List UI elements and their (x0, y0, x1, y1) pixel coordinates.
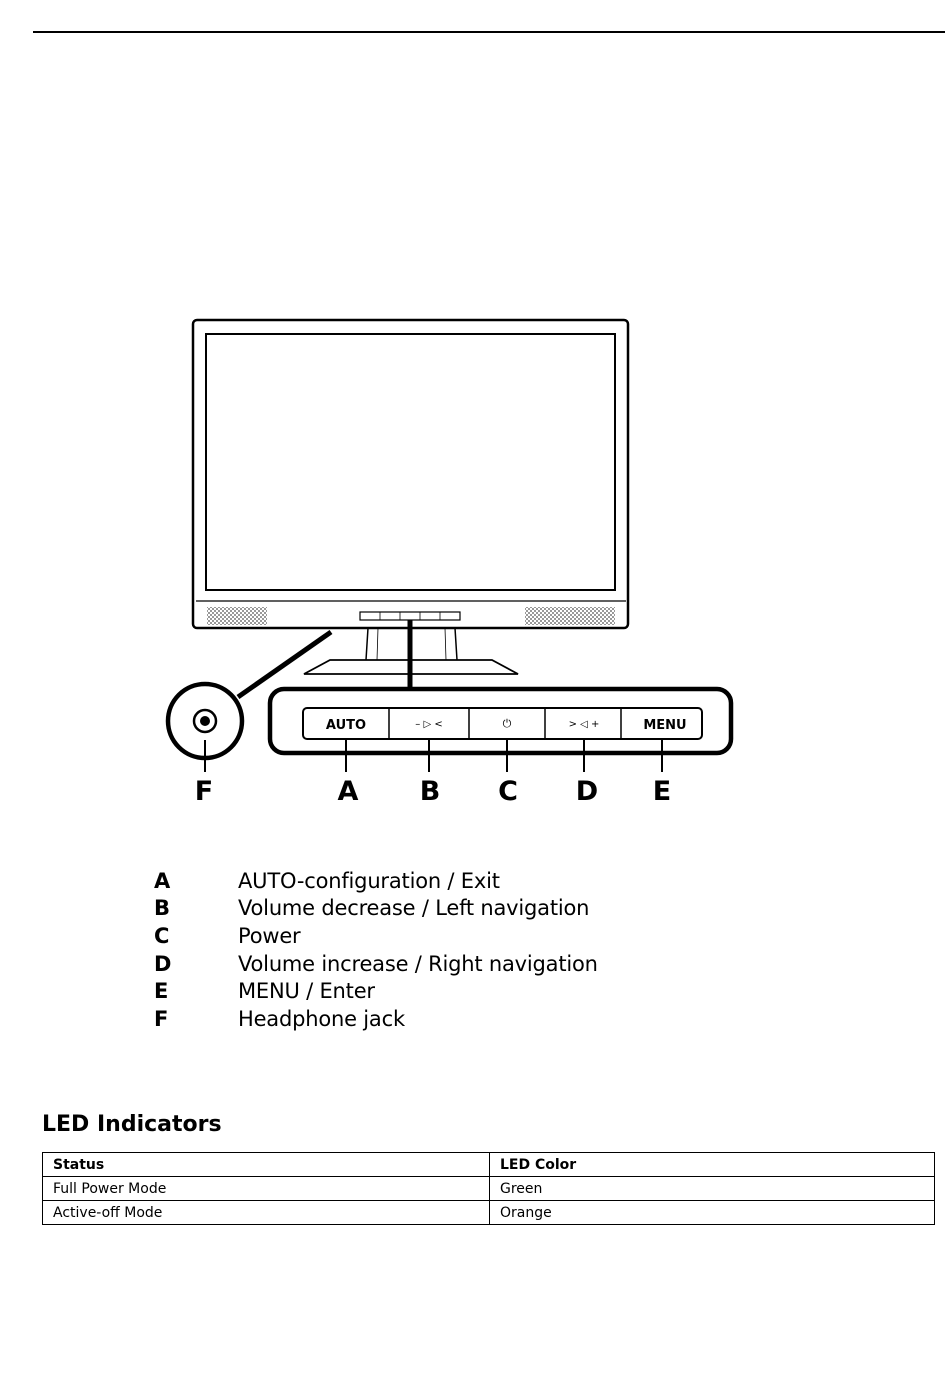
volume-up-button: > ◁ + (569, 719, 600, 730)
legend-letter: A (154, 869, 238, 893)
callout-letter-d: D (576, 776, 598, 807)
callout-letter-f: F (195, 776, 213, 807)
control-legend: A AUTO-configuration / Exit B Volume dec… (154, 867, 598, 1033)
table-row: Active-off Mode Orange (43, 1201, 935, 1225)
table-cell: Green (490, 1177, 935, 1201)
callout-letter-e: E (653, 776, 671, 807)
callout-letter-b: B (420, 776, 441, 807)
left-speaker-grille (207, 607, 267, 625)
legend-description: Volume increase / Right navigation (238, 952, 598, 976)
legend-letter: C (154, 924, 238, 948)
legend-letter: E (154, 979, 238, 1003)
legend-item: B Volume decrease / Left navigation (154, 895, 598, 923)
legend-item: F Headphone jack (154, 1005, 598, 1033)
led-indicator-table: Status LED Color Full Power Mode Green A… (42, 1152, 935, 1225)
legend-item: D Volume increase / Right navigation (154, 950, 598, 978)
legend-item: C Power (154, 922, 598, 950)
callout-letter-c: C (498, 776, 518, 807)
table-row: Full Power Mode Green (43, 1177, 935, 1201)
table-header: Status (43, 1153, 490, 1177)
callout-letter-a: A (338, 776, 359, 807)
legend-letter: F (154, 1007, 238, 1031)
legend-letter: D (154, 952, 238, 976)
table-cell: Active-off Mode (43, 1201, 490, 1225)
legend-description: MENU / Enter (238, 979, 375, 1003)
legend-description: Headphone jack (238, 1007, 405, 1031)
legend-item: A AUTO-configuration / Exit (154, 867, 598, 895)
legend-description: AUTO-configuration / Exit (238, 869, 500, 893)
mini-button-strip (360, 612, 460, 620)
auto-button: AUTO (326, 718, 366, 733)
table-header: LED Color (490, 1153, 935, 1177)
legend-item: E MENU / Enter (154, 977, 598, 1005)
menu-button: MENU (643, 718, 686, 733)
power-button: ⏻ (503, 717, 512, 730)
right-speaker-grille (525, 607, 615, 625)
headphone-jack-callout (168, 684, 242, 772)
volume-down-button: – ▷ < (415, 719, 442, 730)
table-cell: Full Power Mode (43, 1177, 490, 1201)
button-panel-callout: AUTO – ▷ < ⏻ > ◁ + MENU (270, 689, 731, 772)
legend-letter: B (154, 896, 238, 920)
table-cell: Orange (490, 1201, 935, 1225)
monitor-controls-diagram: AUTO – ▷ < ⏻ > ◁ + MENU F A B C D E (0, 0, 950, 830)
table-header-row: Status LED Color (43, 1153, 935, 1177)
legend-description: Power (238, 924, 301, 948)
section-title: LED Indicators (42, 1112, 222, 1137)
legend-description: Volume decrease / Left navigation (238, 896, 589, 920)
